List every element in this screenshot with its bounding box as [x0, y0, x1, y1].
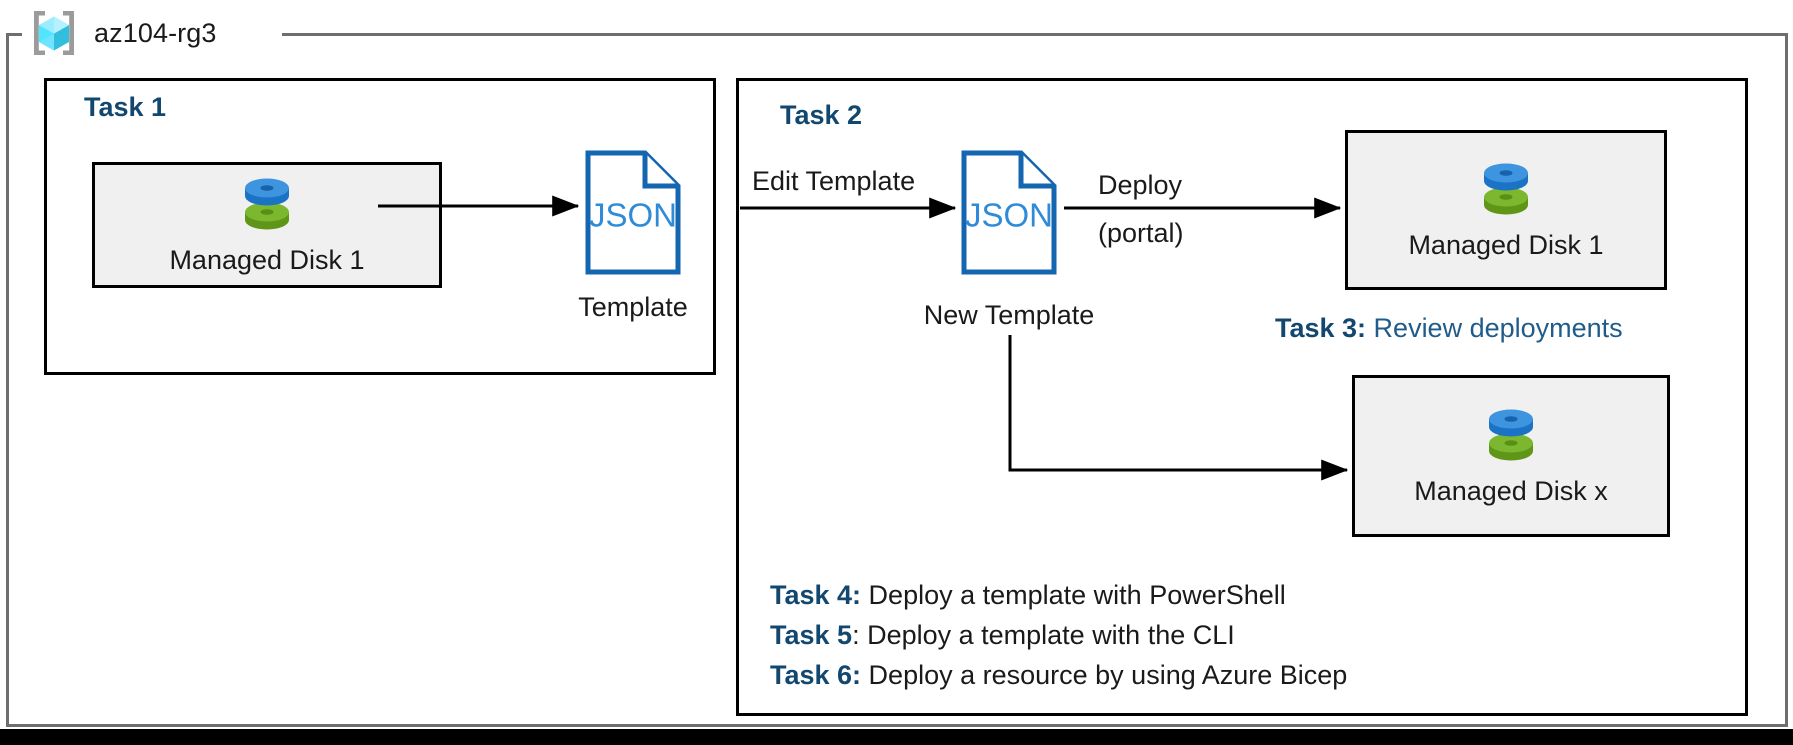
deploy-portal-label: (portal): [1098, 218, 1184, 248]
task-2-heading: Task 2: [780, 100, 863, 130]
deployed-managed-disk-x-card: Managed Disk x: [1352, 375, 1670, 537]
task-1-heading: Task 1: [84, 92, 167, 122]
task-5-key: Task 5: [770, 620, 853, 650]
task-3-note: Task 3: Review deployments: [1275, 313, 1623, 344]
deploy-label: Deploy: [1098, 170, 1183, 200]
managed-disk-icon: [1478, 159, 1534, 224]
task-6-key: Task 6:: [770, 660, 862, 690]
task-4-note: Task 4: Deploy a template with PowerShel…: [770, 580, 1286, 611]
svg-text:JSON: JSON: [965, 197, 1053, 234]
task-6-text: Deploy a resource by using Azure Bicep: [861, 660, 1348, 690]
template-caption: Template: [578, 292, 688, 322]
task-4-key: Task 4:: [770, 580, 862, 610]
deployed-managed-disk-1-label: Managed Disk 1: [1408, 230, 1604, 260]
managed-disk-icon: [1483, 405, 1539, 470]
resource-group-header: az104-rg3: [28, 2, 227, 64]
bottom-strip: [0, 729, 1793, 745]
task-4-text: Deploy a template with PowerShell: [861, 580, 1286, 610]
managed-disk-1-card: Managed Disk 1: [92, 162, 442, 288]
edit-template-label: Edit Template: [752, 166, 916, 196]
task-5-text: : Deploy a template with the CLI: [852, 620, 1235, 650]
task-5-note: Task 5: Deploy a template with the CLI: [770, 620, 1235, 651]
svg-text:JSON: JSON: [589, 197, 677, 234]
task-3-key: Task 3:: [1275, 313, 1367, 343]
deployed-managed-disk-x-label: Managed Disk x: [1414, 476, 1608, 506]
task-6-note: Task 6: Deploy a resource by using Azure…: [770, 660, 1347, 691]
managed-disk-icon: [239, 174, 295, 239]
json-document-icon: JSON: [585, 150, 681, 280]
task-3-text: Review deployments: [1366, 313, 1623, 343]
azure-resource-group-icon: [28, 7, 80, 59]
new-template-caption: New Template: [923, 300, 1095, 330]
new-template-json-icon: JSON: [961, 150, 1057, 280]
resource-group-name: az104-rg3: [94, 17, 227, 49]
resource-group-frame: [6, 33, 1788, 727]
managed-disk-1-label: Managed Disk 1: [169, 245, 365, 275]
deployed-managed-disk-1-card: Managed Disk 1: [1345, 130, 1667, 290]
